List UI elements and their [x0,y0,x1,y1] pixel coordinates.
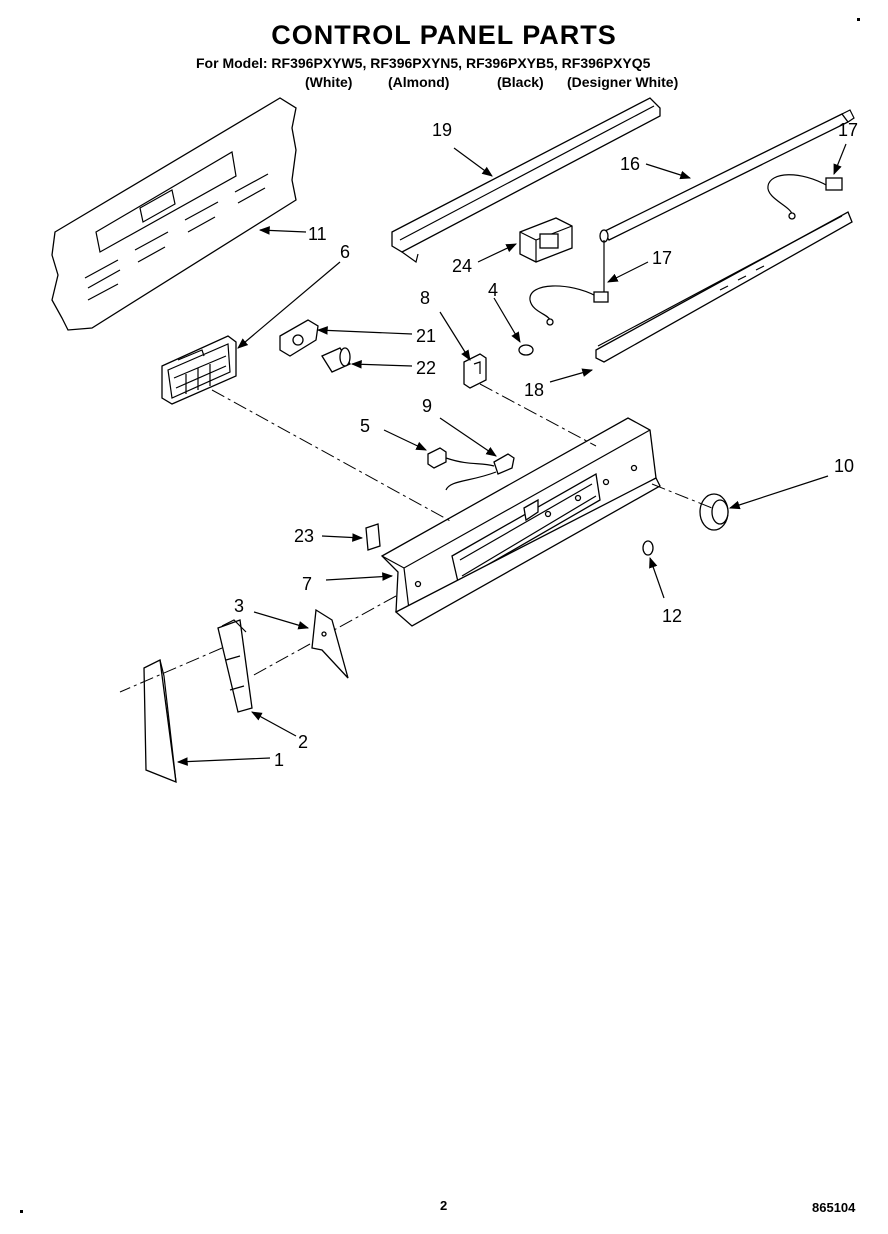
part-9-wire-assembly [445,453,515,491]
part-17-harness-upper [767,174,843,220]
part-11-rear-panel [51,97,297,331]
callout-12: 12 [662,606,682,626]
callout-17-upper: 17 [838,120,858,140]
callout-3: 3 [234,596,244,616]
color-designer-white: (Designer White) [567,74,679,90]
part-3-end-plate [311,608,349,679]
callout-8: 8 [420,288,430,308]
callout-11: 11 [308,224,327,244]
part-4-clip [518,344,534,356]
callout-17-lower: 17 [652,248,672,268]
callout-24: 24 [452,256,472,276]
callout-1: 1 [274,750,284,770]
part-17-harness-lower [529,240,609,326]
page-title: CONTROL PANEL PARTS [271,20,617,50]
part-12-plug [642,540,654,556]
corner-mark-bottom [20,1210,23,1213]
leader-arrows [176,143,847,766]
part-24-transformer [519,217,573,263]
part-1-end-cap [143,659,177,784]
callout-5: 5 [360,416,370,436]
document-number: 865104 [812,1200,856,1215]
corner-mark [857,18,860,21]
part-10-knob [699,493,729,531]
callout-7: 7 [302,574,312,594]
part-22-capacitor [321,347,351,373]
part-7-control-panel [380,417,661,627]
callout-19: 19 [432,120,452,140]
part-5-connector [427,447,447,469]
part-16-tube [599,109,855,243]
part-21-bracket [279,319,319,357]
callout-2: 2 [298,732,308,752]
callout-labels: 11 19 16 17 17 24 4 6 21 22 8 18 9 5 10 … [234,120,858,770]
model-list: For Model: RF396PXYW5, RF396PXYN5, RF396… [196,55,651,71]
part-2-end-bracket [217,619,253,713]
callout-4: 4 [488,280,498,300]
callout-22: 22 [416,358,436,378]
callout-21: 21 [416,326,436,346]
color-black: (Black) [497,74,544,90]
page-number: 2 [440,1198,448,1213]
callout-6: 6 [340,242,350,262]
callout-16: 16 [620,154,640,174]
part-19-trim-strip [391,97,661,264]
color-white: (White) [305,74,353,90]
callout-9: 9 [422,396,432,416]
part-8-switch [463,353,487,389]
part-18-lower-trim [595,211,853,363]
color-almond: (Almond) [388,74,450,90]
callout-10: 10 [834,456,854,476]
callout-23: 23 [294,526,314,546]
callout-18: 18 [524,380,544,400]
part-23-clip [365,523,381,551]
assembly-lines [119,383,713,693]
part-6-keypad [161,335,237,405]
